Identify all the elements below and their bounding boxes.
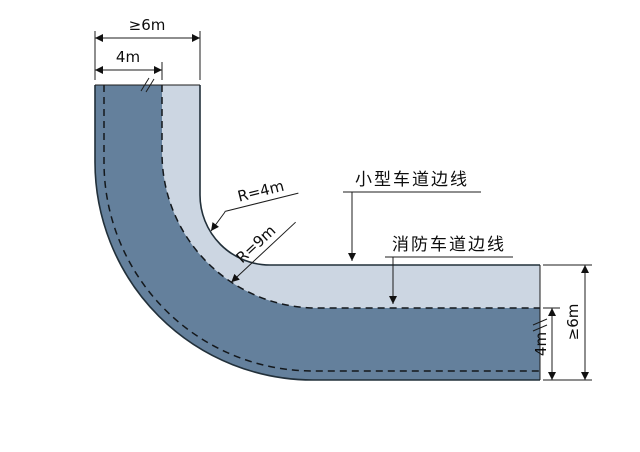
outer-radius-leader-line [230, 221, 296, 283]
top-lane-width-label: 4m [116, 48, 140, 66]
fire-lane-edge-label: 消防车道边线 [392, 235, 506, 255]
right-lane-width-label: 4m [532, 332, 550, 356]
inner-radius-callout: R=4m [224, 177, 299, 212]
break-mark-right-icon [532, 318, 548, 332]
top-total-width-label: ≥6m [129, 16, 166, 34]
inner-radius-leader-line [210, 211, 226, 232]
small-vehicle-lane-edge-label: 小型车道边线 [355, 170, 469, 190]
inner-radius-label: R=4m [236, 177, 286, 206]
road-outer-edge-line [94, 85, 540, 381]
right-total-width-label: ≥6m [564, 304, 582, 341]
break-mark-top-icon [140, 77, 155, 93]
fire-lane-outer-edge-dashed-line [103, 85, 540, 372]
inner-radius-underline [224, 192, 299, 212]
fire-lane-surface [95, 85, 540, 380]
small-vehicle-lane-inner-edge-line [199, 85, 540, 266]
